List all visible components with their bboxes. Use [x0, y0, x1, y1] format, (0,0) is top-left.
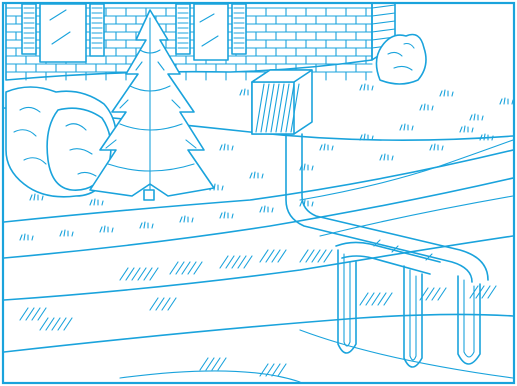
bush-right	[376, 35, 426, 85]
ground-loop-pipes	[286, 134, 488, 367]
heat-pump-unit	[252, 70, 312, 134]
house-windows	[22, 4, 246, 62]
